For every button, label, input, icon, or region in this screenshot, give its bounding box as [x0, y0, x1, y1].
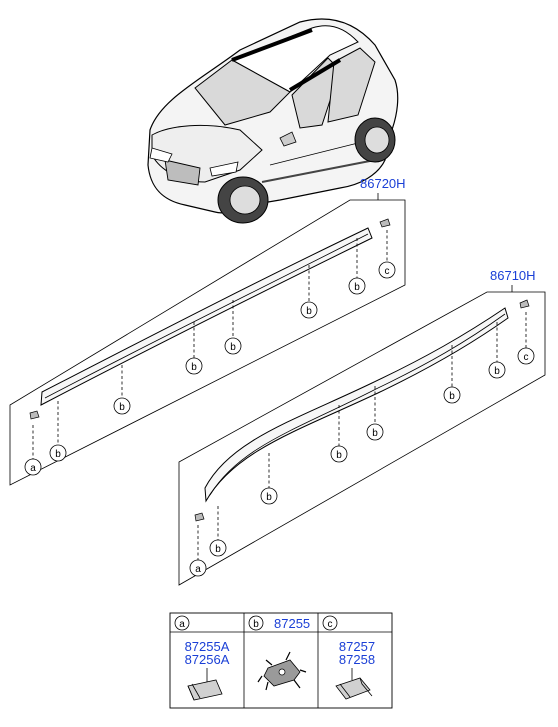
callout-b: b: [260, 487, 278, 505]
callout-c: c: [378, 261, 396, 279]
end-cap-a-lower: [194, 512, 205, 522]
svg-text:c: c: [328, 619, 333, 630]
part-number-87258: 87258: [339, 652, 375, 667]
callout-c: c: [517, 347, 535, 365]
part-number-87256a: 87256A: [185, 652, 230, 667]
end-cap-c-part: [335, 677, 373, 700]
assembly-86710h-frame: [178, 291, 546, 586]
callout-b: b: [224, 337, 242, 355]
end-cap-c-upper: [379, 218, 391, 228]
end-cap-a-upper: [29, 410, 40, 420]
part-number-86720h: 86720H: [360, 176, 406, 191]
assembly-86710h: 86710H c b b b: [178, 268, 546, 586]
assembly-86720h: 86720H c b b b: [9, 176, 406, 486]
callout-a: a: [189, 559, 207, 577]
car-illustration: [147, 18, 399, 224]
svg-text:a: a: [179, 619, 185, 630]
part-number-86710h: 86710H: [490, 268, 536, 283]
end-cap-c-lower: [519, 299, 530, 309]
part-number-87257: 87257: [339, 639, 375, 654]
callout-b: b: [209, 539, 227, 557]
svg-text:b: b: [494, 366, 500, 377]
callout-b: b: [330, 445, 348, 463]
legend-table: a 87255A 87256A b 87255 c 872: [169, 612, 393, 709]
callout-a: a: [24, 458, 42, 476]
roof-rail-86720h: [40, 227, 373, 406]
assembly-86720h-frame: [9, 199, 406, 486]
part-number-87255a: 87255A: [185, 639, 230, 654]
clip-b-part: [257, 651, 307, 691]
part-number-87255: 87255: [274, 616, 310, 631]
svg-text:c: c: [385, 266, 390, 277]
svg-text:b: b: [336, 450, 342, 461]
callout-b: b: [113, 397, 131, 415]
svg-text:b: b: [306, 306, 312, 317]
callout-b: b: [300, 301, 318, 319]
end-cap-a-part: [187, 679, 223, 701]
legend-column-b: b 87255: [248, 615, 310, 691]
svg-text:c: c: [524, 352, 529, 363]
svg-text:b: b: [253, 619, 259, 630]
svg-text:b: b: [449, 391, 455, 402]
svg-text:b: b: [119, 402, 125, 413]
callout-b: b: [348, 277, 366, 295]
svg-text:b: b: [230, 342, 236, 353]
svg-text:b: b: [266, 492, 272, 503]
legend-column-c: c 87257 87258: [322, 615, 375, 700]
callout-b: b: [443, 386, 461, 404]
callout-b: b: [185, 357, 203, 375]
callout-b: b: [366, 423, 384, 441]
legend-column-a: a 87255A 87256A: [174, 615, 230, 701]
svg-text:a: a: [195, 564, 201, 575]
svg-text:b: b: [55, 449, 61, 460]
svg-text:b: b: [372, 428, 378, 439]
svg-text:b: b: [215, 544, 221, 555]
roof-rail-86710h: [204, 307, 509, 503]
callout-b: b: [49, 444, 67, 462]
callout-b: b: [488, 361, 506, 379]
svg-text:b: b: [191, 362, 197, 373]
svg-text:b: b: [354, 282, 360, 293]
svg-text:a: a: [30, 463, 36, 474]
